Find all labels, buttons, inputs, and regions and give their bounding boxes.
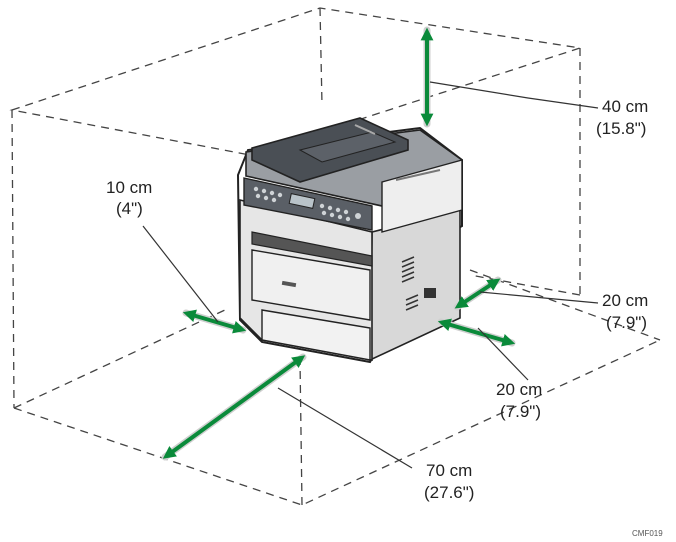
- label-top-metric: 40 cm: [602, 97, 648, 116]
- label-left-imperial: (4"): [116, 199, 143, 218]
- label-right-imperial: (7.9"): [606, 313, 647, 332]
- box-bottom-right: [469, 269, 661, 341]
- arrow-rear: [437, 318, 516, 347]
- arrow-left: [182, 309, 247, 334]
- label-front-metric: 70 cm: [426, 461, 472, 480]
- label-top: 40 cm (15.8"): [596, 97, 648, 138]
- printer: [236, 117, 463, 364]
- arrow-front: [161, 353, 307, 461]
- label-front-imperial: (27.6"): [424, 483, 474, 502]
- output-slot: [251, 231, 373, 267]
- box-top-face: [9, 7, 581, 156]
- leader-lines: [142, 81, 599, 469]
- printer-right-side: [369, 208, 461, 362]
- box-bottom-left: [13, 309, 226, 409]
- figure-code: CMF019: [632, 529, 663, 538]
- box-edge-back: [319, 7, 323, 106]
- panel-keys: [253, 186, 361, 222]
- arrow-right: [453, 276, 502, 311]
- label-top-imperial: (15.8"): [596, 119, 646, 138]
- paper-tray: [261, 309, 371, 361]
- leader-front: [277, 387, 413, 469]
- label-rear-metric: 20 cm: [496, 380, 542, 399]
- label-front: 70 cm (27.6"): [424, 461, 474, 502]
- box-edge-right-low: [469, 274, 581, 296]
- label-right: 20 cm (7.9"): [602, 291, 648, 332]
- leader-rear: [477, 327, 529, 381]
- box-bottom-front: [13, 339, 661, 506]
- leader-left: [142, 225, 219, 323]
- leader-top: [429, 81, 599, 109]
- label-rear: 20 cm (7.9"): [496, 380, 542, 421]
- box-edge-front: [299, 359, 303, 506]
- label-rear-imperial: (7.9"): [500, 402, 541, 421]
- box-edge-left: [11, 109, 15, 409]
- front-cover: [251, 249, 371, 321]
- leader-right: [479, 291, 599, 304]
- label-left-metric: 10 cm: [106, 178, 152, 197]
- display-screen: [288, 193, 316, 209]
- printer-vent: [401, 256, 436, 311]
- label-left: 10 cm (4"): [106, 178, 152, 218]
- label-right-metric: 20 cm: [602, 291, 648, 310]
